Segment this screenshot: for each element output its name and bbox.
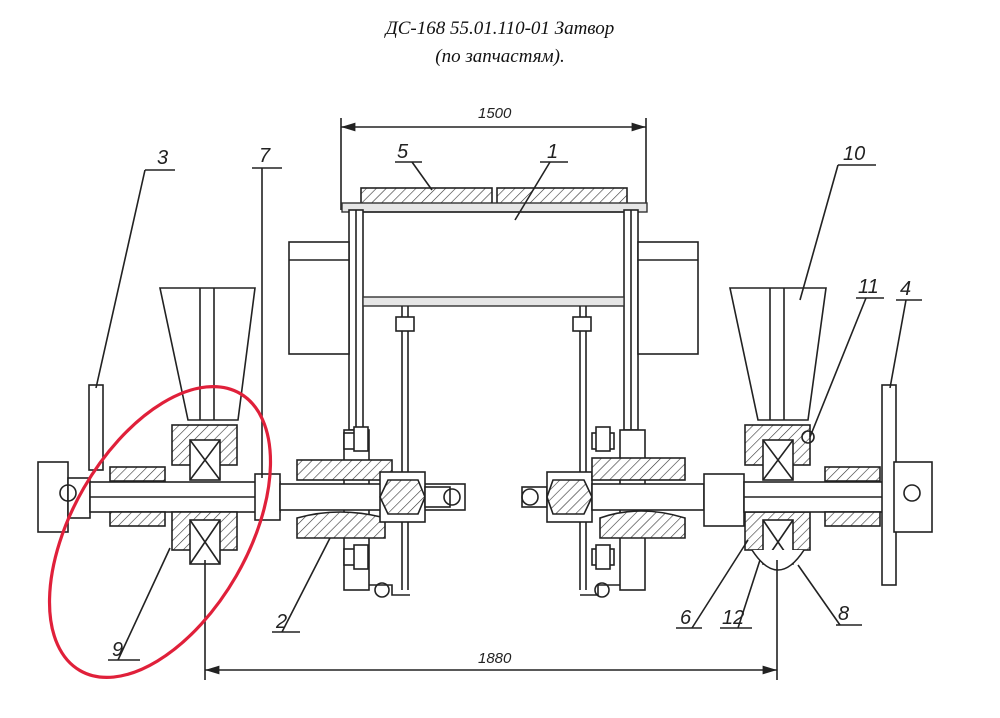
dimension-bottom: 1880 bbox=[204, 560, 778, 680]
part-label-3: 3 bbox=[157, 147, 168, 169]
drawing-title: ДС-168 55.01.110-01 Затвор bbox=[385, 18, 615, 39]
central-frame bbox=[288, 187, 699, 598]
left-assembly bbox=[37, 287, 466, 570]
part-label-1: 1 bbox=[547, 141, 558, 163]
dimension-bottom-label: 1880 bbox=[478, 650, 512, 667]
part-label-8: 8 bbox=[838, 603, 849, 625]
drawing-subtitle: (по запчастям). bbox=[435, 46, 565, 67]
part-label-10: 10 bbox=[843, 143, 865, 165]
part-label-6: 6 bbox=[680, 607, 692, 629]
part-label-11: 11 bbox=[858, 276, 879, 298]
highlight-ellipse bbox=[47, 385, 273, 679]
part-label-9: 9 bbox=[112, 639, 123, 661]
part-label-2: 2 bbox=[275, 611, 287, 633]
part-label-12: 12 bbox=[722, 607, 744, 629]
part-label-4: 4 bbox=[900, 278, 911, 300]
right-assembly bbox=[521, 287, 933, 586]
part-label-7: 7 bbox=[259, 145, 271, 167]
part-label-5: 5 bbox=[397, 141, 409, 163]
dimension-top: 1500 bbox=[340, 105, 647, 210]
dimension-top-label: 1500 bbox=[478, 105, 512, 122]
part-labels: 3 7 5 1 10 11 4 2 9 6 bbox=[95, 141, 922, 661]
